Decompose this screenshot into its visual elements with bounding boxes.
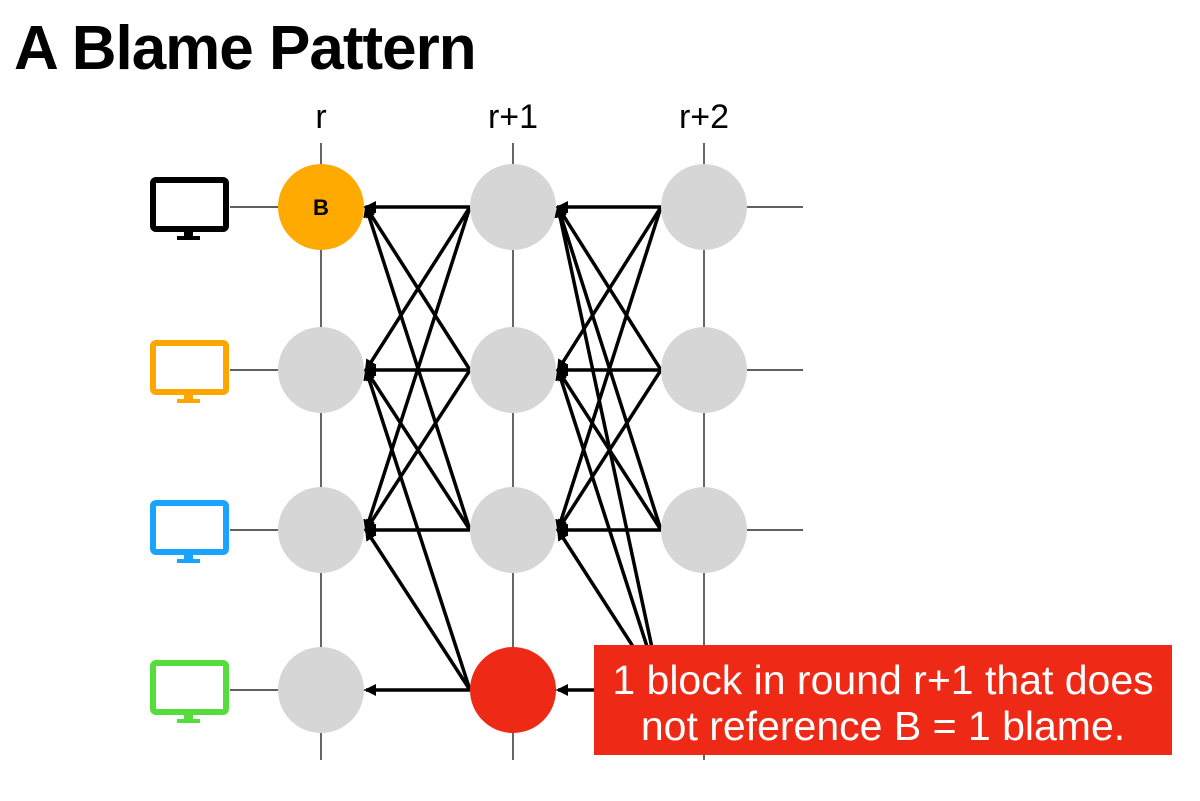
page-title: A Blame Pattern bbox=[14, 14, 477, 83]
callout-line-1: 1 block in round r+1 that does bbox=[612, 657, 1154, 703]
monitor-icon bbox=[150, 340, 229, 403]
reference-arrow bbox=[554, 205, 663, 691]
block-node bbox=[661, 327, 747, 413]
block-node bbox=[278, 327, 364, 413]
reference-arrow bbox=[556, 205, 663, 371]
block-node bbox=[470, 647, 556, 733]
block-node bbox=[661, 164, 747, 250]
block-node bbox=[278, 647, 364, 733]
reference-arrow bbox=[364, 368, 472, 531]
monitor-icon bbox=[150, 177, 229, 240]
block-label: B bbox=[313, 195, 329, 220]
round-label: r+1 bbox=[488, 98, 538, 136]
monitor-icon bbox=[150, 660, 229, 723]
reference-arrow bbox=[364, 205, 472, 371]
block-node bbox=[470, 164, 556, 250]
round-label: r+2 bbox=[679, 98, 729, 136]
block-node bbox=[661, 487, 747, 573]
reference-arrow bbox=[363, 205, 472, 531]
reference-arrow bbox=[555, 205, 663, 531]
block-node bbox=[470, 327, 556, 413]
blame-callout: 1 block in round r+1 that does not refer… bbox=[594, 645, 1172, 755]
reference-arrow bbox=[364, 528, 472, 691]
callout-background bbox=[594, 645, 1172, 755]
callout-line-2: not reference B = 1 blame. bbox=[640, 703, 1126, 749]
reference-arrow bbox=[555, 368, 663, 691]
monitor-icon bbox=[150, 500, 229, 563]
round-label: r bbox=[315, 98, 326, 136]
block-node bbox=[470, 487, 556, 573]
reference-arrow bbox=[363, 368, 472, 691]
block-b-node bbox=[278, 164, 364, 250]
block-node bbox=[278, 487, 364, 573]
